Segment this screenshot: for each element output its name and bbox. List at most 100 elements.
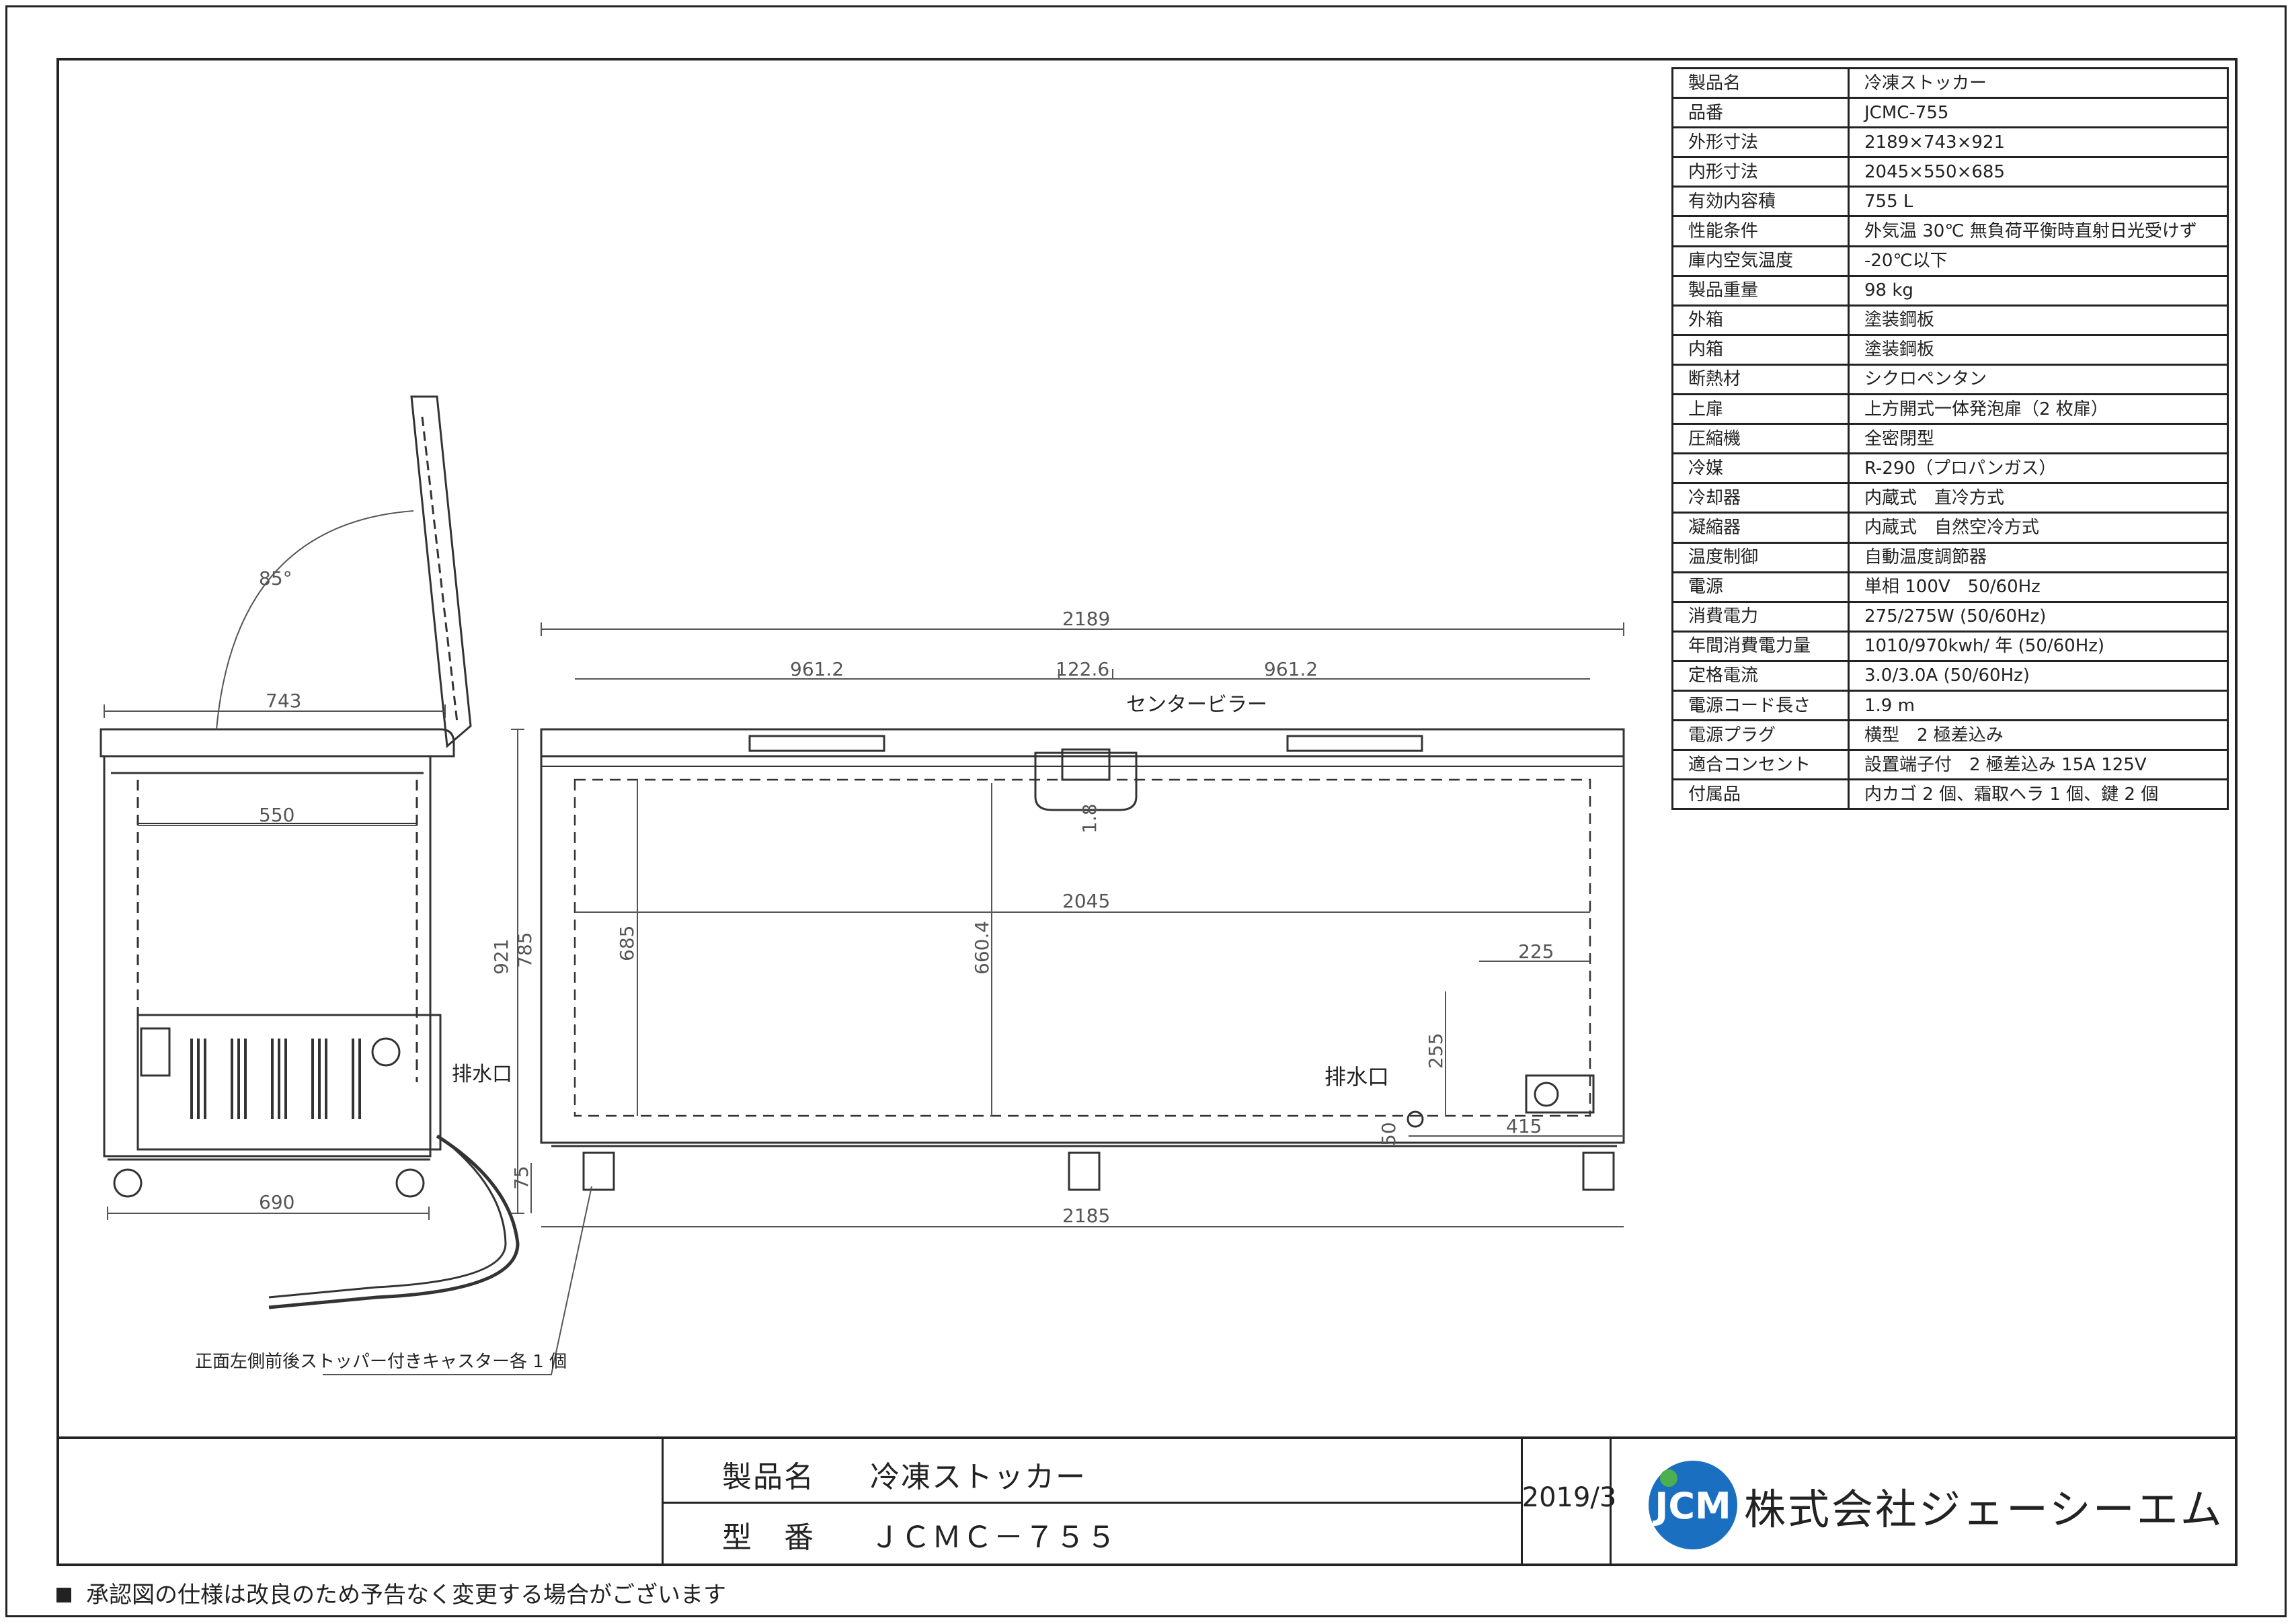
- machine-compartment: [136, 1014, 442, 1151]
- dim-caster-height: 75: [510, 1166, 532, 1190]
- vent-plate: [140, 1027, 171, 1077]
- spec-value: 1010/970kwh/ 年 (50/60Hz): [1848, 630, 2229, 662]
- model-value: ＪＣＭＣ－７５５: [870, 1520, 1117, 1555]
- front-caster-center: [1068, 1151, 1101, 1191]
- spec-value: 全密閉型: [1848, 423, 2229, 455]
- spec-value: 冷凍ストッカー: [1848, 67, 2229, 99]
- front-caster-right: [1582, 1151, 1615, 1191]
- spec-value: 内カゴ 2 個、霜取ヘラ 1 個、鍵 2 個: [1848, 778, 2229, 811]
- front-body: [540, 756, 1625, 1144]
- dim-ctrl-height: 255: [1425, 1033, 1447, 1069]
- spec-value: 98 kg: [1848, 274, 2229, 307]
- center-pillar: [1034, 752, 1138, 811]
- side-lid-closed: [100, 728, 455, 758]
- company-name: 株式会社ジェーシーエム: [1744, 1485, 2224, 1534]
- spec-row: 断熱材シクロペンタン: [1671, 363, 2229, 396]
- dim-drain-offset: 415: [1506, 1115, 1542, 1137]
- inner-box: [574, 778, 1591, 1117]
- dimension-texts: 85° 743 550 690 2189 961.2 122.6 961.2 2…: [259, 567, 1554, 1227]
- spec-row: 上扉上方開式一体発泡扉（2 枚扉）: [1671, 393, 2229, 425]
- spec-value: シクロペンタン: [1848, 363, 2229, 396]
- dimension-lines: [104, 510, 1624, 1375]
- spec-row: 凝縮器内蔵式 自然空冷方式: [1671, 512, 2229, 544]
- footer-note-text: 承認図の仕様は改良のため予告なく変更する場合がございます: [86, 1582, 726, 1609]
- spec-row: 圧縮機全密閉型: [1671, 423, 2229, 455]
- dim-pillar: 122.6: [1056, 658, 1109, 680]
- outer-border: [5, 5, 2287, 1617]
- spec-row: 適合コンセント設置端子付 2 極差込み 15A 125V: [1671, 749, 2229, 781]
- dim-lid-angle: 85°: [259, 567, 292, 590]
- side-view: [100, 395, 520, 1309]
- spec-value: 755 L: [1848, 186, 2229, 218]
- side-cabinet: [103, 756, 432, 1158]
- spec-row: 冷却器内蔵式 直冷方式: [1671, 482, 2229, 514]
- spec-label: 温度制御: [1671, 541, 1850, 573]
- title-block: 製品名 冷凍ストッカー 型 番 ＪＣＭＣ－７５５ 2019/3 JCM 株式会社…: [56, 1436, 2238, 1566]
- spec-label: 電源コード長さ: [1671, 689, 1850, 722]
- spec-label: 外形寸法: [1671, 126, 1850, 159]
- spec-label: 外箱: [1671, 304, 1850, 336]
- spec-label: 内箱: [1671, 333, 1850, 366]
- drain-hose: [268, 1134, 520, 1309]
- spec-row: 電源単相 100V 50/60Hz: [1671, 571, 2229, 603]
- dim-drain-height: 50: [1378, 1122, 1400, 1146]
- spec-row: 製品名冷凍ストッカー: [1671, 67, 2229, 99]
- dim-front-width: 2189: [1062, 608, 1110, 630]
- drawing-labels: センタービラー 排水口 排水口 正面左側前後ストッパー付きキャスター各 1 個: [195, 693, 1389, 1372]
- drawing-frame: [56, 58, 2238, 1566]
- spec-value: 内蔵式 自然空冷方式: [1848, 512, 2229, 544]
- spec-label: 内形寸法: [1671, 156, 1850, 188]
- spec-label: 有効内容積: [1671, 186, 1850, 218]
- spec-label: 庫内空気温度: [1671, 245, 1850, 277]
- spec-value: 横型 2 極差込み: [1848, 719, 2229, 752]
- drawing-date: 2019/3: [1521, 1482, 1617, 1513]
- spec-value: 設置端子付 2 極差込み 15A 125V: [1848, 749, 2229, 781]
- vent-louvers: [190, 1039, 361, 1119]
- product-name-label: 製品名: [722, 1460, 815, 1494]
- spec-label: 付属品: [1671, 778, 1850, 811]
- spec-value: 自動温度調節器: [1848, 541, 2229, 573]
- dim-height-total: 921: [490, 939, 512, 975]
- spec-value: 2189×743×921: [1848, 126, 2229, 159]
- dim-pillar-height: 660.4: [971, 921, 993, 975]
- side-lid-open: [410, 395, 472, 749]
- dim-ctrl-width: 225: [1518, 940, 1554, 963]
- spec-value: 275/275W (50/60Hz): [1848, 600, 2229, 633]
- handle-left: [748, 735, 885, 752]
- spec-label: 電源プラグ: [1671, 719, 1850, 752]
- spec-value: 上方開式一体発泡扉（2 枚扉）: [1848, 393, 2229, 425]
- spec-label: 凝縮器: [1671, 512, 1850, 544]
- spec-label: 圧縮機: [1671, 423, 1850, 455]
- spec-value: 1.9 m: [1848, 689, 2229, 722]
- spec-label: 定格電流: [1671, 659, 1850, 692]
- dim-inner-width: 2045: [1062, 890, 1110, 912]
- jcm-logo: JCM: [1649, 1461, 1737, 1549]
- dim-height-body: 785: [514, 932, 536, 968]
- spec-row: 庫内空気温度-20℃以下: [1671, 245, 2229, 277]
- spec-label: 製品重量: [1671, 274, 1850, 307]
- square-bullet-icon: [56, 1588, 71, 1602]
- spec-label: 年間消費電力量: [1671, 630, 1850, 662]
- dim-lid-left: 961.2: [790, 658, 844, 680]
- side-caster-right: [395, 1168, 425, 1198]
- side-caster-left: [113, 1168, 143, 1198]
- spec-value: R-290（プロパンガス）: [1848, 452, 2229, 485]
- dim-inner-height: 685: [616, 926, 638, 961]
- svg-text:JCM: JCM: [1652, 1485, 1731, 1527]
- spec-value: JCMC-755: [1848, 97, 2229, 129]
- dim-side-inner-depth: 550: [259, 804, 294, 826]
- spec-value: 外気温 30℃ 無負荷平衡時直射日光受けず: [1848, 215, 2229, 247]
- dim-lid-right: 961.2: [1264, 658, 1318, 680]
- spec-value: 単相 100V 50/60Hz: [1848, 571, 2229, 603]
- footer-note: 承認図の仕様は改良のため予告なく変更する場合がございます: [56, 1576, 726, 1609]
- spec-row: 外箱塗装鋼板: [1671, 304, 2229, 336]
